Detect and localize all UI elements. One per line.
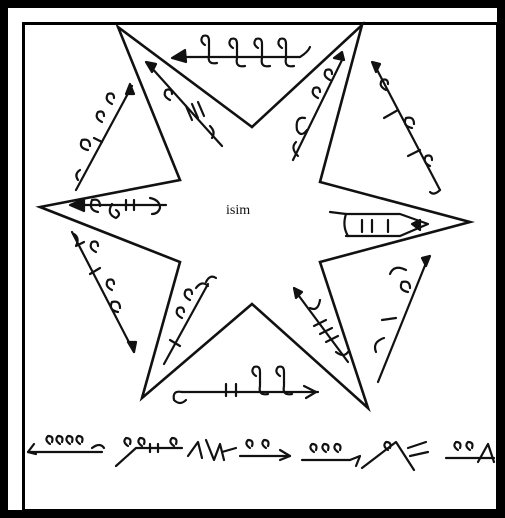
seal-upper-left-inner [146, 62, 222, 146]
seal-right-outer-upper [372, 62, 440, 194]
seal-upper-right-inner [293, 52, 344, 160]
seal-right-outer-lower [375, 256, 430, 382]
seal-right-inner [330, 212, 428, 236]
seal-left-outer-lower [72, 232, 136, 352]
center-label: isim [226, 203, 250, 219]
seal-strip [28, 436, 494, 470]
seal-top [172, 36, 310, 67]
seal-left-inner [70, 198, 166, 218]
seal-bottom [174, 367, 318, 403]
seal-left-outer-upper [76, 84, 134, 190]
